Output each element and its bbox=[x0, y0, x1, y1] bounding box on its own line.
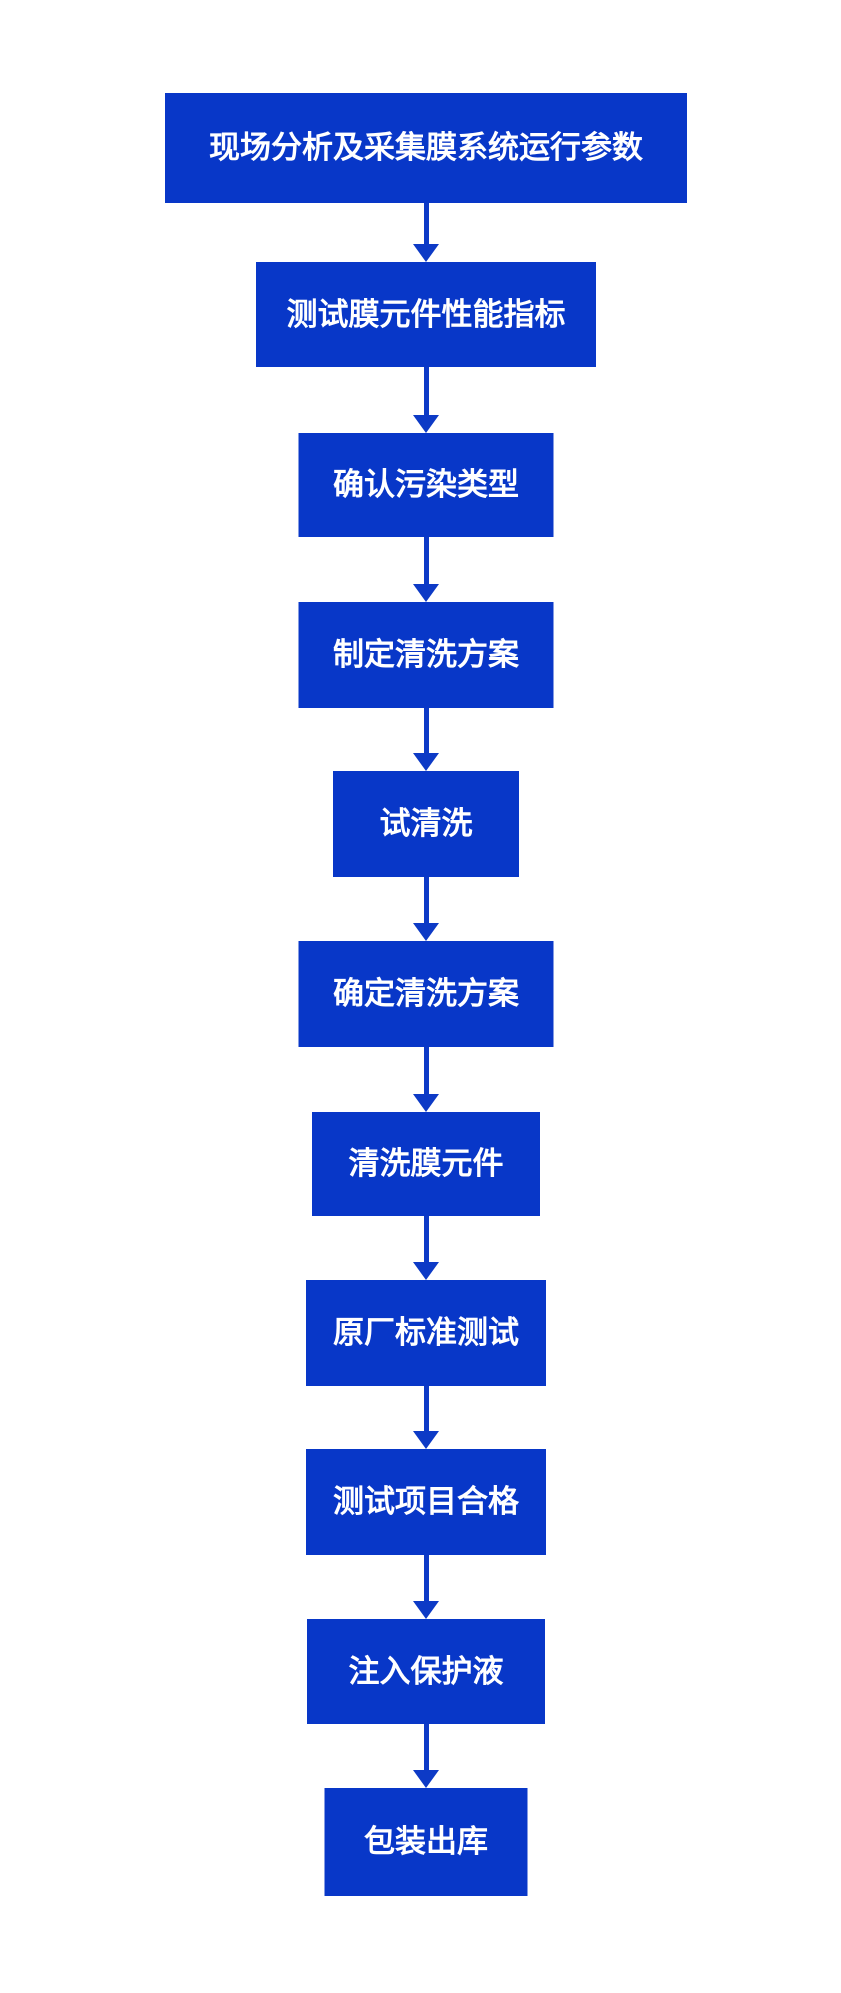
flow-node-label: 现场分析及采集膜系统运行参数 bbox=[209, 130, 643, 166]
arrow-shaft bbox=[423, 537, 429, 584]
flow-connector-arrow bbox=[413, 1724, 439, 1788]
arrow-down-icon bbox=[413, 584, 439, 602]
flow-node-test-items-passed: 测试项目合格 bbox=[306, 1449, 546, 1555]
flow-node-label: 测试项目合格 bbox=[333, 1484, 519, 1520]
arrow-shaft bbox=[423, 203, 429, 244]
arrow-down-icon bbox=[413, 1770, 439, 1788]
flow-node-make-cleaning-plan: 制定清洗方案 bbox=[298, 602, 554, 708]
arrow-down-icon bbox=[413, 1094, 439, 1112]
flow-connector-arrow bbox=[413, 1216, 439, 1280]
flow-node-finalize-cleaning-plan: 确定清洗方案 bbox=[298, 941, 554, 1047]
flow-connector-arrow bbox=[413, 1047, 439, 1112]
flow-node-label: 确定清洗方案 bbox=[333, 976, 519, 1012]
arrow-down-icon bbox=[413, 244, 439, 262]
arrow-shaft bbox=[423, 367, 429, 415]
arrow-shaft bbox=[423, 1386, 429, 1431]
flow-connector-arrow bbox=[413, 708, 439, 771]
flow-connector-arrow bbox=[413, 537, 439, 602]
flow-node-label: 原厂标准测试 bbox=[333, 1315, 519, 1351]
flow-node-test-membrane-performance: 测试膜元件性能指标 bbox=[256, 262, 596, 367]
flow-node-site-analysis: 现场分析及采集膜系统运行参数 bbox=[165, 93, 687, 203]
arrow-shaft bbox=[423, 708, 429, 753]
arrow-shaft bbox=[423, 1555, 429, 1601]
flow-node-clean-membrane-elements: 清洗膜元件 bbox=[312, 1112, 540, 1216]
flow-connector-arrow bbox=[413, 367, 439, 433]
flow-node-label: 试清洗 bbox=[379, 806, 473, 842]
flow-node-factory-standard-test: 原厂标准测试 bbox=[306, 1280, 546, 1386]
arrow-down-icon bbox=[413, 753, 439, 771]
arrow-down-icon bbox=[413, 1601, 439, 1619]
flow-connector-arrow bbox=[413, 1555, 439, 1619]
flow-connector-arrow bbox=[413, 203, 439, 262]
flow-node-label: 包装出库 bbox=[364, 1824, 488, 1860]
flow-node-label: 测试膜元件性能指标 bbox=[286, 296, 566, 332]
flow-node-inject-protective-solution: 注入保护液 bbox=[307, 1619, 545, 1724]
flow-node-trial-cleaning: 试清洗 bbox=[333, 771, 519, 877]
arrow-down-icon bbox=[413, 1431, 439, 1449]
arrow-shaft bbox=[423, 1724, 429, 1770]
arrow-shaft bbox=[423, 1216, 429, 1262]
flow-node-label: 确认污染类型 bbox=[333, 467, 519, 503]
arrow-shaft bbox=[423, 877, 429, 923]
flow-node-label: 清洗膜元件 bbox=[348, 1146, 504, 1182]
arrow-down-icon bbox=[413, 923, 439, 941]
flow-node-label: 注入保护液 bbox=[348, 1653, 504, 1689]
arrow-down-icon bbox=[413, 415, 439, 433]
arrow-down-icon bbox=[413, 1262, 439, 1280]
arrow-shaft bbox=[423, 1047, 429, 1094]
flow-connector-arrow bbox=[413, 1386, 439, 1449]
flow-node-label: 制定清洗方案 bbox=[333, 637, 519, 673]
flow-node-confirm-pollution-type: 确认污染类型 bbox=[298, 433, 554, 537]
flow-connector-arrow bbox=[413, 877, 439, 941]
flow-node-package-and-ship: 包装出库 bbox=[324, 1788, 528, 1896]
